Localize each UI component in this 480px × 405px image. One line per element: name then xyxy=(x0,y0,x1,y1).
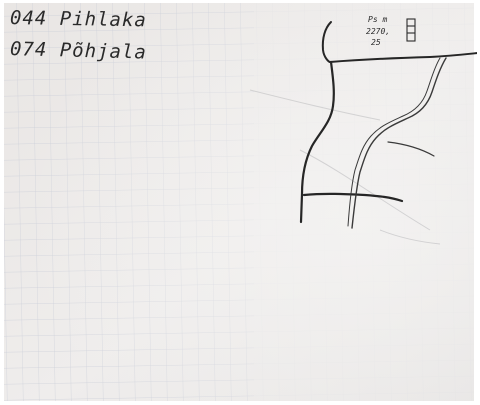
light-glare xyxy=(4,3,474,401)
legend-note-line-2: 2270, xyxy=(366,28,390,36)
handwritten-note-line-1: 044 Pihlaka xyxy=(10,9,147,30)
legend-note-line-3: 25 xyxy=(371,39,381,47)
handwritten-note-line-2: 074 Põhjala xyxy=(10,40,147,63)
legend-note-line-1: Ps m xyxy=(368,16,387,24)
